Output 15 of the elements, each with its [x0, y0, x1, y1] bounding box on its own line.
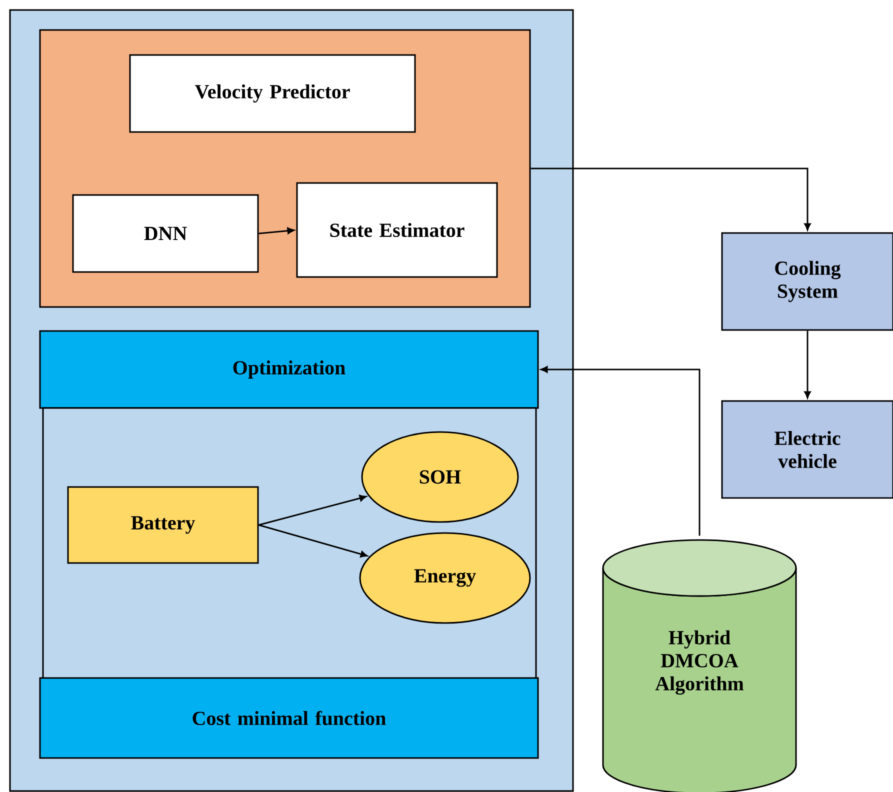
process-box: Battery	[67, 486, 259, 564]
process-box: Velocity Predictor	[129, 54, 416, 133]
process-box: DNN	[72, 194, 259, 273]
process-box: Cooling System	[721, 232, 893, 331]
process-box: Electric vehicle	[721, 400, 893, 499]
arrow	[258, 524, 368, 558]
arrow	[258, 494, 367, 526]
arrow	[530, 168, 811, 230]
footer-band: Cost minimal function	[39, 677, 539, 759]
arrow	[258, 227, 294, 234]
header-band: Optimization	[39, 330, 539, 409]
arrow	[804, 330, 811, 398]
arrow	[540, 366, 700, 536]
process-box: State Estimator	[296, 182, 498, 278]
database-cylinder: Hybrid DMCOA Algorithm	[602, 539, 797, 792]
